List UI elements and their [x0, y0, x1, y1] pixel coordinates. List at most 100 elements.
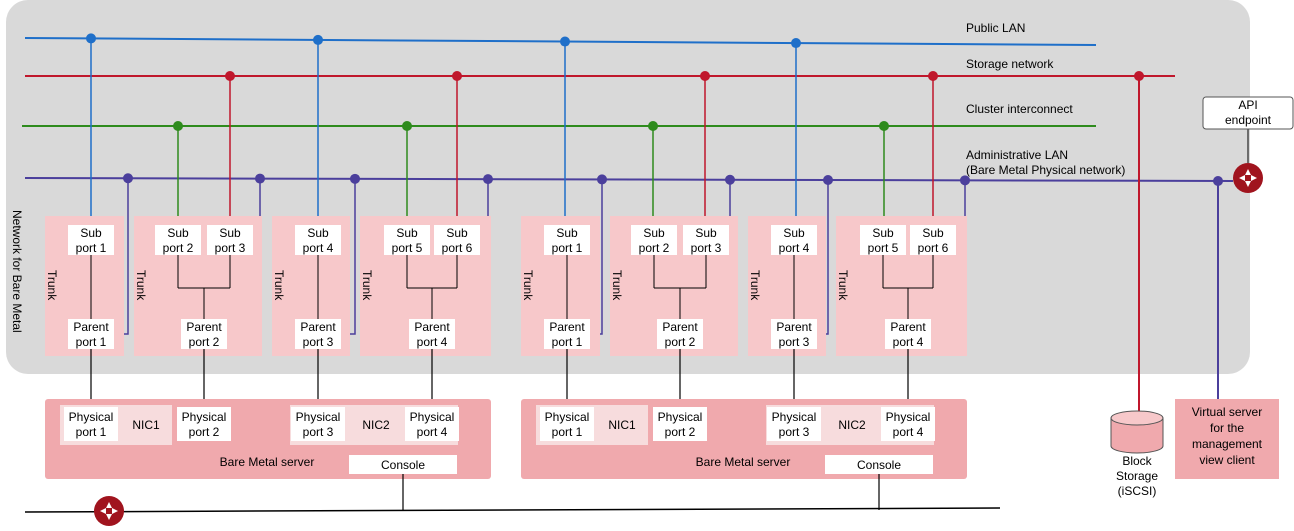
server-2-parent-port-1[interactable]: [544, 319, 590, 349]
server-1-public-junction-4: [313, 34, 323, 45]
block-storage-icon[interactable]: [1110, 410, 1164, 454]
server-2-parent-port-3-label: Parent: [776, 320, 812, 334]
server-2-console-label: Console: [857, 458, 901, 472]
server-1-sub-port-5[interactable]: [384, 225, 430, 255]
server-2-nic2-label: NIC2: [838, 418, 866, 432]
server-2-parent-port-2-label: Parent: [662, 320, 698, 334]
server-2-sub-port-5-number: port 5: [868, 241, 899, 255]
virtual-server-line2: for the: [1210, 421, 1244, 435]
server-1-sub-port-3-label: Sub: [219, 226, 241, 240]
public-lan-label: Public LAN: [966, 21, 1025, 35]
server-1-sub-port-6[interactable]: [434, 225, 480, 255]
storage-junction: [1134, 71, 1144, 81]
virtual-server-line4: view client: [1199, 453, 1255, 467]
api-router-icon[interactable]: [1233, 163, 1263, 193]
server-1-physical-label-2: Physical: [182, 410, 227, 424]
server-2-sub-port-1[interactable]: [544, 225, 590, 255]
server-2-physical-port-3[interactable]: [767, 407, 821, 441]
server-1-parent-port-1-label: Parent: [73, 320, 109, 334]
server-1-nic1-label: NIC1: [132, 418, 160, 432]
server-1-physical-port-4[interactable]: [405, 407, 459, 441]
virtual-server-box[interactable]: [1175, 399, 1279, 479]
server-1-parent-port-1[interactable]: [68, 319, 114, 349]
router-icon[interactable]: [94, 496, 124, 526]
server-1-parent-port-2-number: port 2: [189, 335, 220, 349]
server-1-storage-junction-3: [225, 71, 235, 81]
api-endpoint-box[interactable]: [1202, 96, 1294, 130]
admin-lan-label: Administrative LAN: [966, 148, 1068, 162]
server-1-sub-port-4[interactable]: [295, 225, 341, 255]
server-1-sub-port-3-number: port 3: [215, 241, 246, 255]
mgmt-junction: [1213, 176, 1223, 186]
server-2-parent-port-4-label: Parent: [890, 320, 926, 334]
server-2-physical-number-3: port 3: [779, 425, 810, 439]
server-2-console-box[interactable]: [825, 455, 933, 474]
server-1-label: Bare Metal server: [220, 455, 315, 469]
server-2-physical-port-2[interactable]: [653, 407, 707, 441]
server-2-admin-junction-2: [725, 174, 735, 185]
server-2-admin-junction-3: [823, 174, 833, 185]
server-2-parent-port-2[interactable]: [657, 319, 703, 349]
server-1-sub-port-2-number: port 2: [163, 241, 194, 255]
server-1-admin-junction-3: [350, 173, 360, 184]
server-1-trunk-label-2: Trunk: [134, 270, 148, 301]
server-2-public-junction-1: [560, 36, 570, 47]
server-1-parent-port-3[interactable]: [295, 319, 341, 349]
server-1-sub-port-5-label: Sub: [396, 226, 418, 240]
server-1-nic2-label: NIC2: [362, 418, 390, 432]
server-1-console-label: Console: [381, 458, 425, 472]
server-2-storage-junction-6: [928, 71, 938, 81]
server-2-sub-port-2[interactable]: [631, 225, 677, 255]
server-1-trunk-label-4: Trunk: [360, 270, 374, 301]
api-endpoint-line2: endpoint: [1225, 113, 1272, 127]
server-1-parent-port-1-number: port 1: [76, 335, 107, 349]
server-1-console-box[interactable]: [349, 455, 457, 474]
server-1-physical-number-2: port 2: [189, 425, 220, 439]
server-1-sub-port-3[interactable]: [207, 225, 253, 255]
server-2-sub-port-4-label: Sub: [783, 226, 805, 240]
server-2-parent-port-3[interactable]: [771, 319, 817, 349]
server-1-parent-port-2[interactable]: [181, 319, 227, 349]
server-1-physical-label-4: Physical: [410, 410, 455, 424]
server-2-cluster-junction-5: [879, 121, 889, 131]
server-2-parent-port-4[interactable]: [885, 319, 931, 349]
server-2-sub-port-3[interactable]: [683, 225, 729, 255]
server-1-physical-port-1[interactable]: [64, 407, 118, 441]
storage-network-label: Storage network: [966, 57, 1054, 71]
external-lan-line: [24, 507, 1001, 513]
server-1-admin-junction-4: [483, 174, 493, 185]
server-2-sub-port-2-number: port 2: [639, 241, 670, 255]
server-2-physical-port-1[interactable]: [540, 407, 594, 441]
server-2-parent-port-1-number: port 1: [552, 335, 583, 349]
server-2-physical-port-4[interactable]: [881, 407, 935, 441]
wire-front-layer: [90, 255, 934, 407]
server-1-parent-port-4-label: Parent: [414, 320, 450, 334]
server-2-cluster-junction-2: [648, 121, 658, 131]
server-2-physical-number-1: port 1: [552, 425, 583, 439]
server-1-sub-port-1-number: port 1: [76, 241, 107, 255]
server-1-physical-port-3[interactable]: [291, 407, 345, 441]
server-1-sub-port-2[interactable]: [155, 225, 201, 255]
server-1-parent-port-3-label: Parent: [300, 320, 336, 334]
server-2-sub-port-5-label: Sub: [872, 226, 894, 240]
server-2-sub-port-6[interactable]: [910, 225, 956, 255]
server-2-parent-port-4-number: port 4: [893, 335, 924, 349]
server-1-admin-junction-1: [123, 173, 133, 184]
server-1-storage-junction-6: [452, 71, 462, 81]
server-2-admin-junction-4: [960, 175, 970, 186]
server-2-sub-port-4-number: port 4: [779, 241, 810, 255]
server-1-physical-port-2[interactable]: [177, 407, 231, 441]
server-2-trunk-label-2: Trunk: [610, 270, 624, 301]
server-1-sub-port-1[interactable]: [68, 225, 114, 255]
virtual-server-line3: management: [1192, 437, 1263, 451]
server-1-sub-port-5-number: port 5: [392, 241, 423, 255]
server-2-sub-port-5[interactable]: [860, 225, 906, 255]
admin-lan-sublabel: (Bare Metal Physical network): [966, 163, 1125, 177]
server-2-storage-junction-3: [700, 71, 710, 81]
server-1-parent-port-4[interactable]: [409, 319, 455, 349]
server-2-sub-port-4[interactable]: [771, 225, 817, 255]
server-2-public-junction-4: [791, 38, 801, 49]
server-2-sub-port-2-label: Sub: [643, 226, 665, 240]
server-2-sub-port-6-label: Sub: [922, 226, 944, 240]
